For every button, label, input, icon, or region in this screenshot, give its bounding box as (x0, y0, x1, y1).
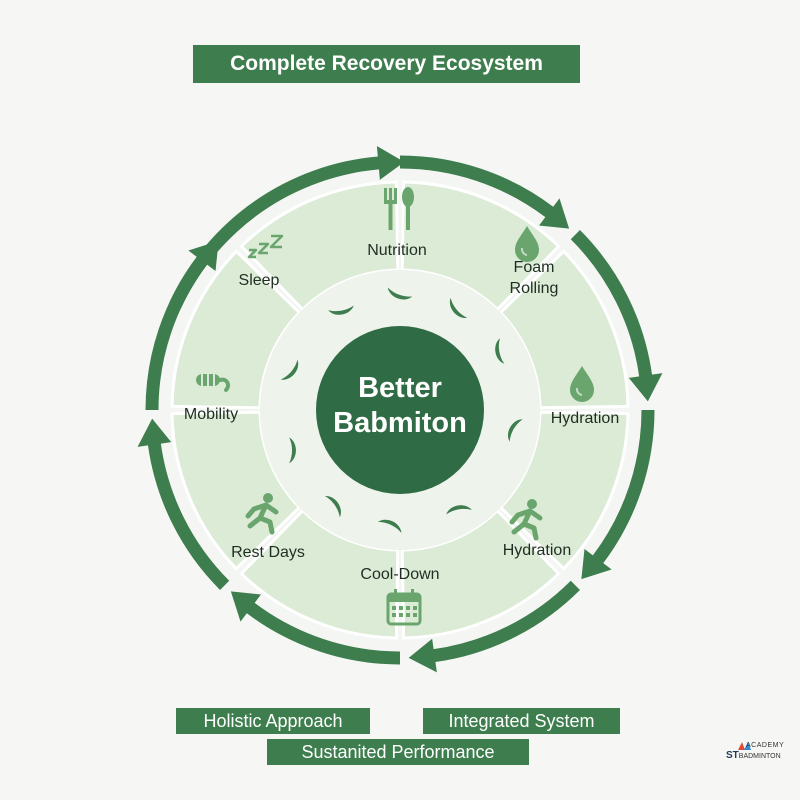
calendar-icon (386, 589, 422, 626)
cycle-arrow-4 (581, 410, 655, 580)
leaf-9 (280, 359, 299, 380)
zzz-icon (247, 234, 284, 259)
water-drop-icon (570, 366, 594, 402)
page-title: Complete Recovery Ecosystem (193, 45, 580, 83)
cycle-arrow-3 (570, 230, 663, 402)
logo-shuttle-icon (738, 742, 751, 750)
segment-label-5-line-1: Cool-Down (360, 566, 439, 583)
foam-roller-icon (196, 374, 230, 392)
fork-spoon-icon (384, 187, 414, 230)
holistic-approach-tag: Holistic Approach (176, 708, 370, 734)
cycle-arrow-6 (230, 591, 400, 665)
cycle-arrow-5 (408, 580, 580, 673)
leaf-5 (446, 505, 472, 515)
logo-line2: STBADMINTON (726, 750, 781, 761)
running-person-icon (245, 493, 279, 535)
water-drop-icon (515, 226, 539, 262)
cycle-arrow-7 (137, 418, 230, 590)
leaf-4 (508, 419, 523, 442)
segment-label-6: Rest Days (231, 544, 305, 561)
academy-logo: ACADEMY STBADMINTON (726, 741, 792, 769)
cycle-arrows (137, 146, 663, 673)
sustained-performance-tag: Sustanited Performance (267, 739, 529, 765)
segment-label-3-line-1: Hydration (551, 410, 619, 427)
segment-label-7-line-1: Mobility (184, 406, 238, 423)
segment-label-7: Mobility (184, 406, 238, 423)
segment-label-3: Hydration (551, 410, 619, 427)
segment-label-8-line-1: Sleep (239, 272, 280, 289)
running-person-icon (509, 499, 543, 541)
logo-st: ST (726, 750, 739, 761)
cycle-arrow-1 (169, 146, 405, 308)
leaf-1 (387, 287, 413, 300)
segment-label-1: Nutrition (367, 242, 427, 259)
segment-label-8: Sleep (239, 272, 280, 289)
center-label-line2: Babmiton (333, 407, 467, 439)
segment-label-1-line-1: Nutrition (367, 242, 427, 259)
center-label-line1: Better (358, 372, 442, 404)
center-circle (316, 326, 484, 494)
logo-line1: ACADEMY (746, 742, 785, 749)
segment-label-4-line-1: Hydration (503, 542, 571, 559)
integrated-system-tag: Integrated System (423, 708, 620, 734)
segment-label-2-line-1: Foam (514, 259, 555, 276)
leaf-6 (377, 519, 402, 534)
segment-label-6-line-1: Rest Days (231, 544, 305, 561)
cycle-arrow-2 (400, 155, 570, 229)
segment-label-4: Hydration (503, 542, 571, 559)
segment-label-2-line-2: Rolling (510, 280, 559, 297)
logo-badminton: BADMINTON (738, 753, 781, 760)
segment-label-5: Cool-Down (360, 566, 439, 583)
leaf-8 (289, 437, 296, 464)
leaf-2 (449, 297, 468, 318)
cycle-arrow-8 (145, 240, 219, 410)
leaf-swirl (280, 287, 523, 534)
leaf-7 (324, 496, 341, 518)
leaf-3 (495, 338, 505, 364)
leaf-10 (328, 305, 354, 315)
segment-icons (196, 187, 594, 626)
